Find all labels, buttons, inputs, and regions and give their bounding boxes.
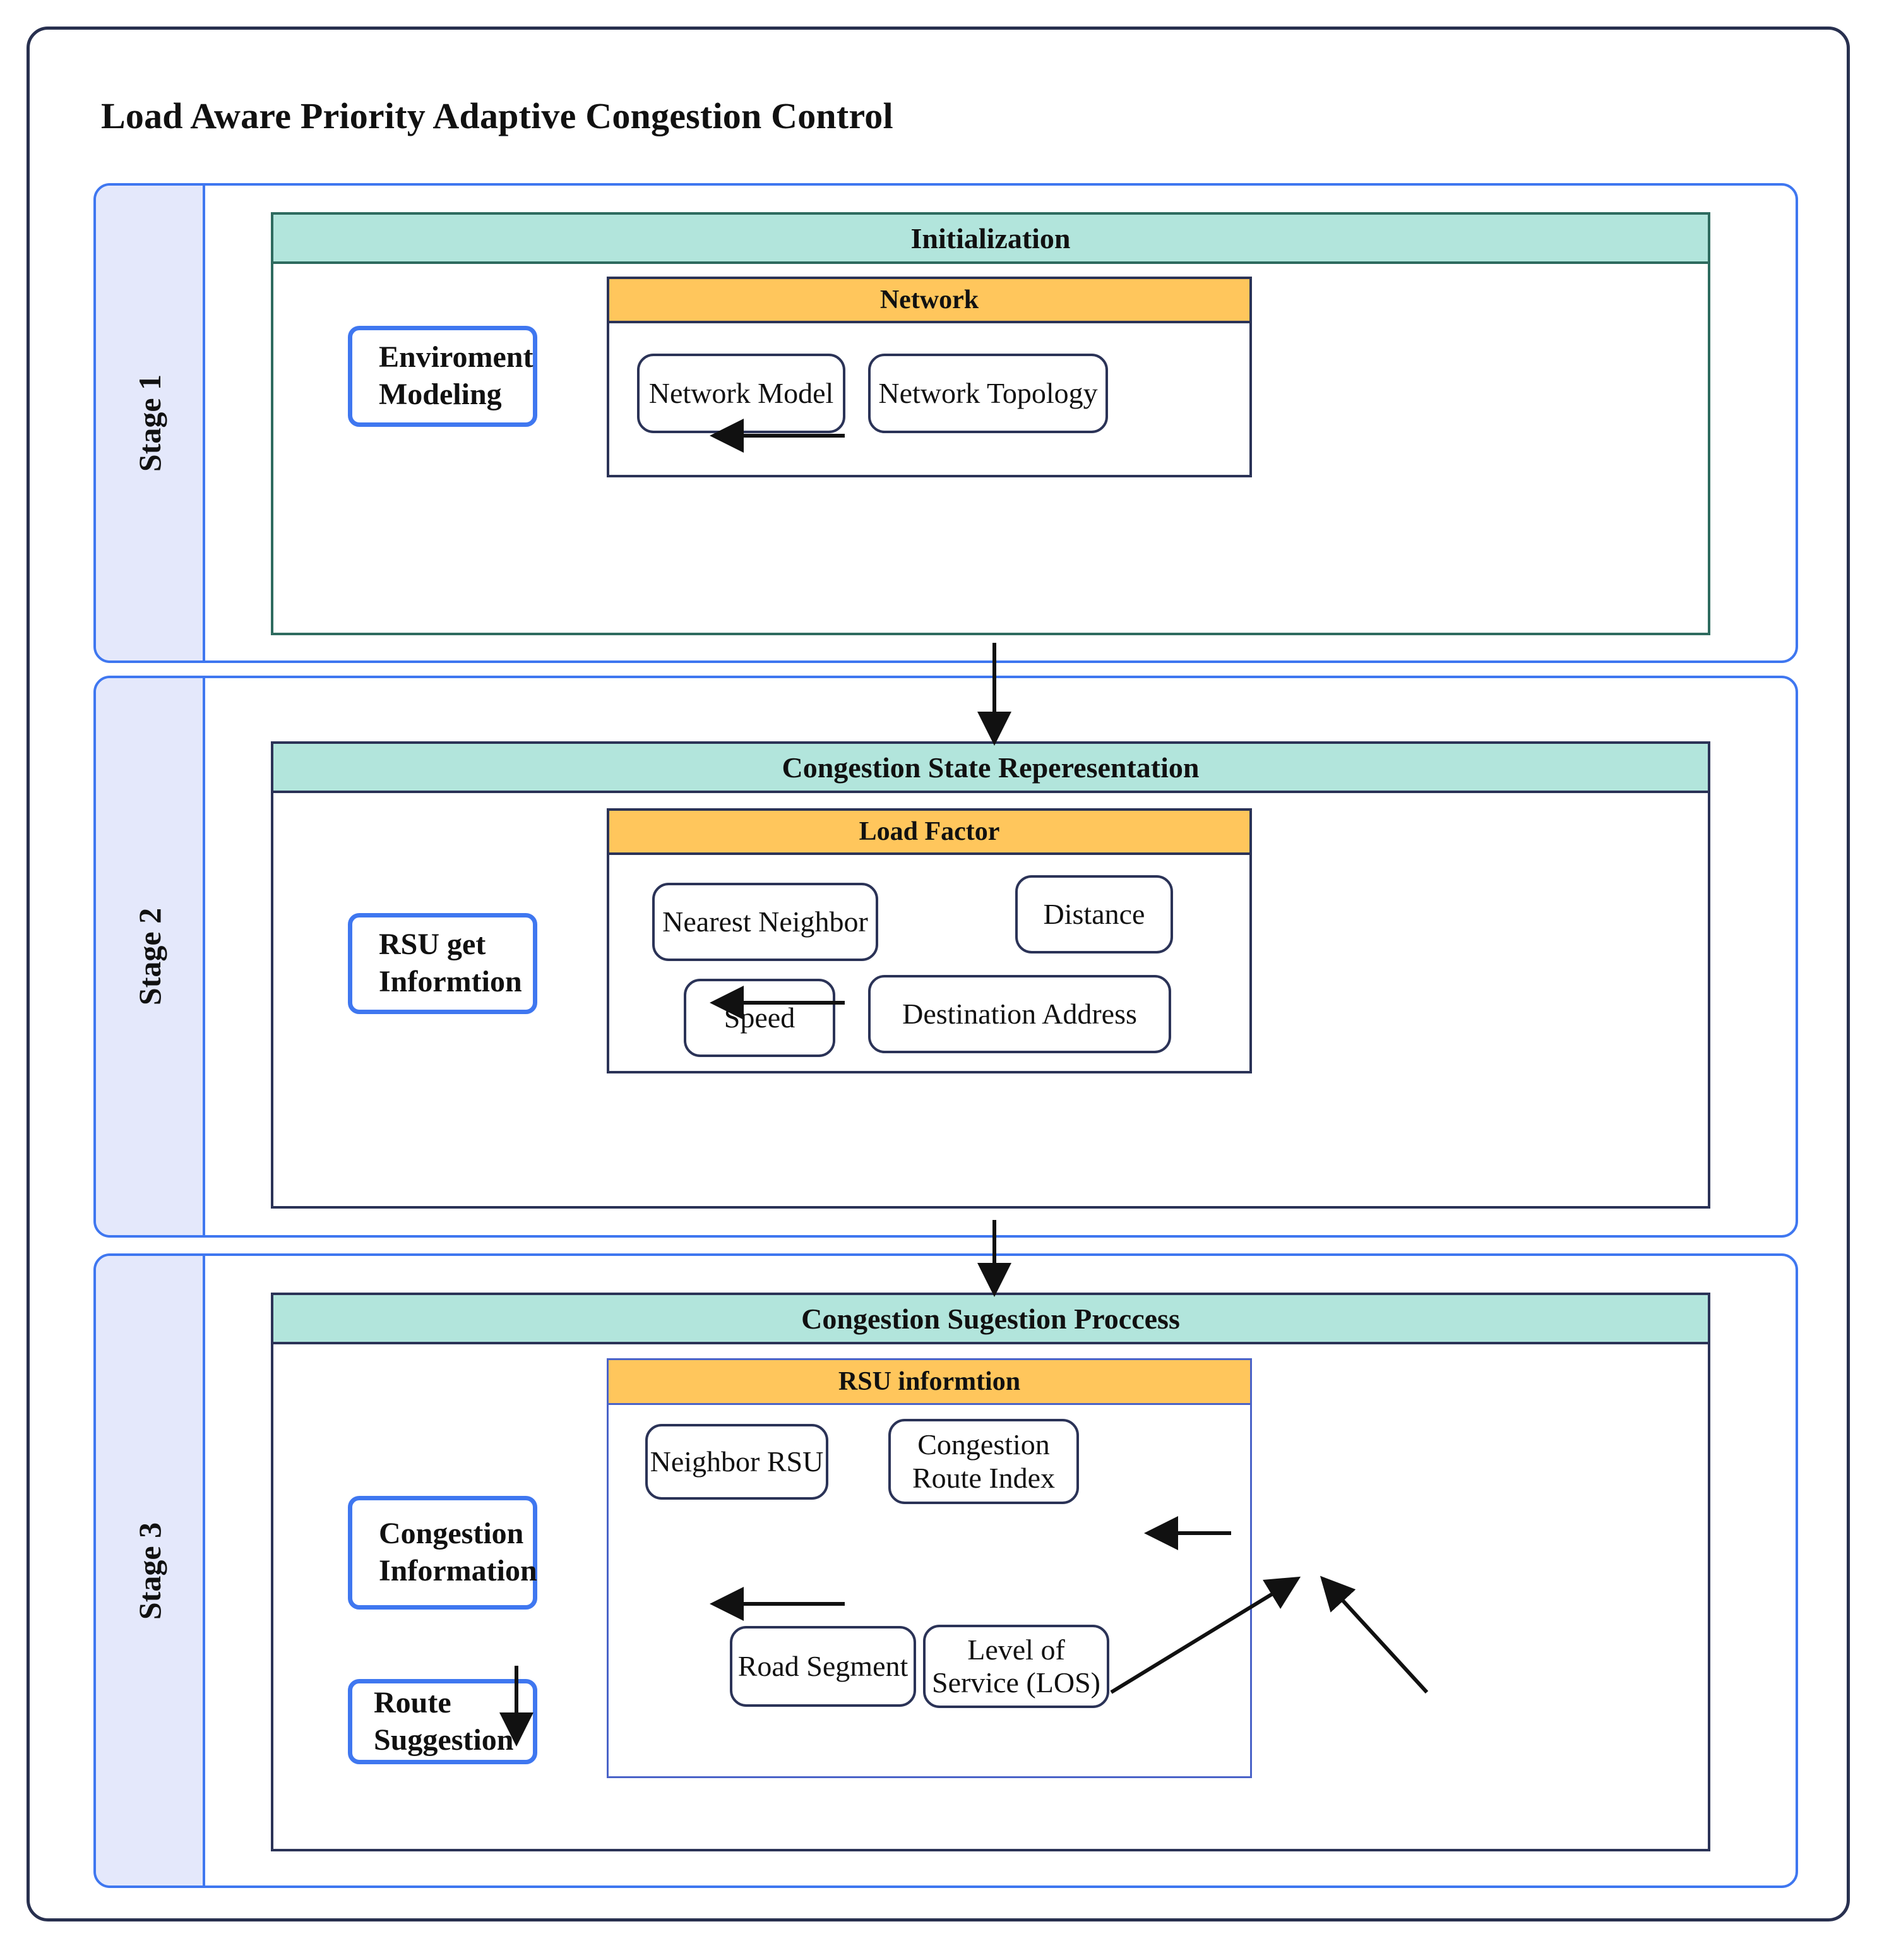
subgroup-body-rsu-informtion: Neighbor RSU Congestion Route Index Road…: [607, 1405, 1252, 1778]
leaf-level-of-service[interactable]: Level of Service (LOS): [923, 1625, 1109, 1708]
leaf-road-segment[interactable]: Road Segment: [730, 1626, 916, 1707]
leaf-network-model[interactable]: Network Model: [637, 354, 845, 433]
subgroup-body-network: Network Model Network Topology: [607, 323, 1252, 477]
stage-container-3: Stage 3 Congestion Sugestion Proccess Co…: [93, 1253, 1798, 1888]
leaf-network-topology-label: Network Topology: [878, 377, 1098, 410]
leaf-neighbor-rsu-label: Neighbor RSU: [650, 1445, 824, 1478]
subgroup-load-factor: Load Factor Nearest Neighbor Distance Sp…: [607, 808, 1252, 1073]
panel-body-congestion-sugestion: Congestion Information Route Suggestion …: [271, 1344, 1710, 1851]
subgroup-body-load-factor: Nearest Neighbor Distance Speed Destinat…: [607, 855, 1252, 1073]
panel-initialization: Initialization Enviroment Modeling Netwo…: [271, 212, 1710, 635]
process-box-rsu-get-informtion-label: RSU get Informtion: [379, 928, 522, 998]
panel-body-initialization: Enviroment Modeling Network Network Mode…: [271, 264, 1710, 635]
leaf-distance-label: Distance: [1043, 898, 1145, 931]
leaf-neighbor-rsu[interactable]: Neighbor RSU: [645, 1424, 828, 1500]
leaf-destination-address-label: Destination Address: [902, 998, 1137, 1031]
stage-label-1: Stage 1: [131, 374, 167, 472]
leaf-level-of-service-label: Level of Service (LOS): [932, 1634, 1100, 1699]
process-box-route-suggestion[interactable]: Route Suggestion: [348, 1679, 537, 1764]
leaf-congestion-route-index[interactable]: Congestion Route Index: [888, 1419, 1079, 1504]
leaf-speed-label: Speed: [724, 1001, 795, 1034]
process-box-congestion-information[interactable]: Congestion Information: [348, 1496, 537, 1610]
stage-label-2: Stage 2: [131, 907, 167, 1006]
leaf-network-model-label: Network Model: [648, 377, 834, 410]
panel-congestion-state: Congestion State Reperesentation RSU get…: [271, 741, 1710, 1209]
leaf-speed[interactable]: Speed: [684, 979, 835, 1057]
process-box-enviroment-modeling[interactable]: Enviroment Modeling: [348, 326, 537, 427]
panel-title-congestion-state: Congestion State Reperesentation: [271, 741, 1710, 793]
leaf-nearest-neighbor-label: Nearest Neighbor: [662, 905, 868, 938]
process-box-route-suggestion-label: Route Suggestion: [374, 1685, 514, 1757]
leaf-congestion-route-index-label: Congestion Route Index: [912, 1428, 1056, 1494]
subgroup-title-load-factor: Load Factor: [607, 808, 1252, 855]
stage-tab-2: Stage 2: [96, 678, 205, 1235]
subgroup-rsu-informtion: RSU informtion Neighbor RSU Congestion R…: [607, 1358, 1252, 1778]
leaf-distance[interactable]: Distance: [1015, 875, 1173, 953]
subgroup-title-rsu-informtion: RSU informtion: [607, 1358, 1252, 1405]
stage-tab-1: Stage 1: [96, 186, 205, 660]
leaf-nearest-neighbor[interactable]: Nearest Neighbor: [652, 883, 878, 961]
diagram-title: Load Aware Priority Adaptive Congestion …: [101, 95, 893, 136]
leaf-network-topology[interactable]: Network Topology: [868, 354, 1108, 433]
panel-title-initialization: Initialization: [271, 212, 1710, 264]
process-box-rsu-get-informtion[interactable]: RSU get Informtion: [348, 913, 537, 1014]
subgroup-network: Network Network Model Network Topology: [607, 277, 1252, 477]
panel-body-congestion-state: RSU get Informtion Load Factor Nearest N…: [271, 793, 1710, 1209]
process-box-congestion-information-label: Congestion Information: [379, 1517, 537, 1587]
subgroup-title-network: Network: [607, 277, 1252, 323]
stage-container-2: Stage 2 Congestion State Reperesentation…: [93, 676, 1798, 1238]
stage-container-1: Stage 1 Initialization Enviroment Modeli…: [93, 183, 1798, 663]
leaf-road-segment-label: Road Segment: [737, 1650, 909, 1683]
panel-congestion-sugestion: Congestion Sugestion Proccess Congestion…: [271, 1293, 1710, 1851]
stage-label-3: Stage 3: [131, 1522, 167, 1620]
process-box-enviroment-modeling-label: Enviroment Modeling: [379, 340, 533, 411]
leaf-destination-address[interactable]: Destination Address: [868, 975, 1171, 1053]
panel-title-congestion-sugestion: Congestion Sugestion Proccess: [271, 1293, 1710, 1344]
stage-tab-3: Stage 3: [96, 1256, 205, 1885]
